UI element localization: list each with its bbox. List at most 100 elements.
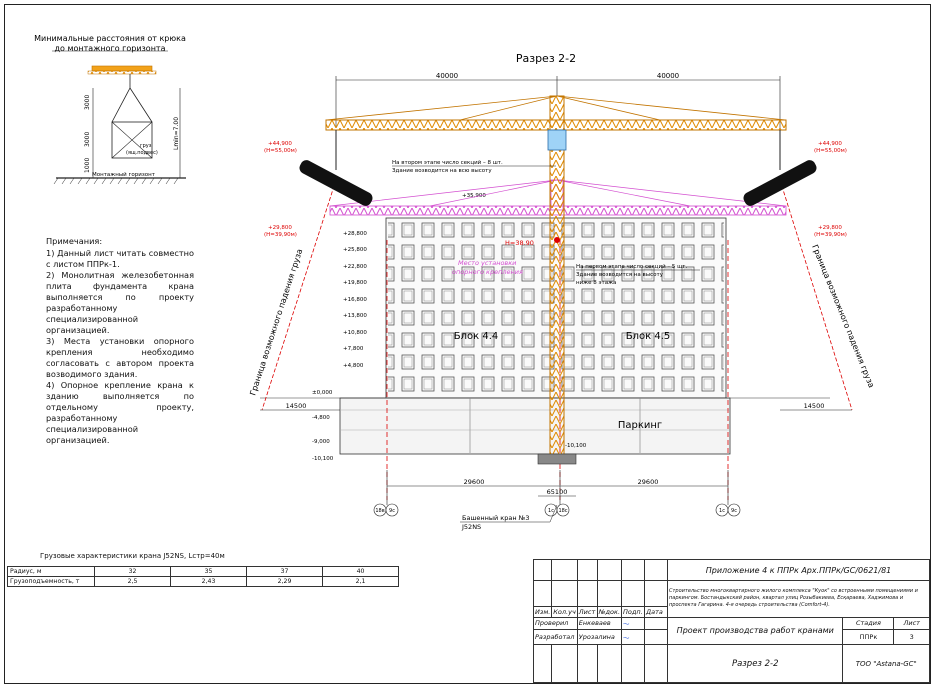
- crane-stage-2: [325, 95, 787, 465]
- inset-horizon: Монтажный горизонт: [92, 171, 156, 178]
- table-row: Грузоподъемность, т 2,5 2,43 2,29 2,1: [7, 576, 399, 587]
- level-mark: ±0,000: [312, 390, 333, 396]
- level-marks: +28,800 +25,800 +22,800 +19,800 +16,800 …: [312, 193, 587, 462]
- block-right: Блок 4.5: [626, 331, 671, 342]
- section-title: Разрез 2-2: [516, 52, 576, 65]
- project-description: Строительство многоквартирного жилого ко…: [667, 580, 930, 618]
- axis-bubbles: 18в 9с 1с 18с 1с 9с: [373, 503, 741, 517]
- svg-text:+29,800: +29,800: [818, 225, 842, 231]
- table-cell: 2,5: [94, 576, 171, 587]
- table-cell: 35: [170, 566, 247, 577]
- inset-dim-lmin: Lmin=7.00: [173, 117, 180, 150]
- dim-left-outer: 14500: [286, 402, 307, 410]
- svg-text:1с: 1с: [548, 508, 554, 514]
- level-mark: +7,800: [343, 346, 364, 352]
- svg-text:+44,900: +44,900: [818, 141, 842, 147]
- svg-text:(Н=39,90м): (Н=39,90м): [814, 232, 847, 238]
- svg-text:На первом этапе число секций –: На первом этапе число секций – 5 шт.: [576, 263, 687, 270]
- note-item: 4) Опорное крепление крана к зданию выпо…: [46, 380, 194, 445]
- dim-left-jib: 40000: [436, 72, 458, 80]
- svg-text:(Н=55,00м): (Н=55,00м): [264, 148, 297, 154]
- svg-text:Здание возводится на высоту: Здание возводится на высоту: [576, 272, 664, 278]
- level-mark: +10,800: [343, 330, 367, 336]
- svg-text:9с: 9с: [731, 508, 737, 514]
- dim-center: 65100: [547, 488, 568, 496]
- stage-value: ППРк: [842, 628, 895, 646]
- header-col: №док.: [596, 605, 623, 618]
- red-marks: +44,900 (Н=55,00м) +29,800 (Н=39,90м) +4…: [264, 141, 847, 238]
- title-block: Приложение 4 к ППРк Арх.ППРк/GC/0621/81 …: [532, 558, 930, 683]
- table-cell: 2,1: [322, 576, 399, 587]
- level-mark: +25,800: [343, 247, 367, 253]
- note-item: 2) Монолитная железобетонная плита фунда…: [46, 270, 194, 335]
- level-mark: +28,800: [343, 231, 367, 237]
- svg-text:Н=38.90: Н=38.90: [505, 239, 534, 247]
- table-cell: 2,29: [246, 576, 323, 587]
- inset-cargo-2: (ящ.подвес): [126, 150, 158, 156]
- svg-text:1с: 1с: [719, 508, 725, 514]
- svg-text:Место установки: Место установки: [458, 259, 516, 267]
- crane-notes: На втором этапе число секций – 8 шт. Зда…: [392, 159, 687, 286]
- block-left: Блок 4.4: [454, 331, 499, 342]
- notes-title: Примечания:: [46, 236, 103, 246]
- dim-axis-left: 29600: [464, 478, 485, 486]
- inset-sketch: Минимальные расстояния от крюка до монта…: [34, 34, 186, 185]
- level-mark: -10,100: [312, 456, 334, 462]
- header-col: Лист: [576, 605, 598, 618]
- company: ТОО "Astana-GC": [842, 644, 930, 683]
- svg-text:J52NS: J52NS: [461, 523, 481, 531]
- inset-dim-3: 1000: [84, 158, 91, 173]
- drawing-frame: [4, 4, 931, 684]
- table-cell: 2,43: [170, 576, 247, 587]
- dim-right-jib: 40000: [657, 72, 679, 80]
- crane-label: Башенный кран №3 J52NS: [460, 504, 558, 531]
- svg-text:На втором этапе число секций –: На втором этапе число секций – 8 шт.: [392, 159, 503, 166]
- name-developed: Урозалина: [576, 628, 623, 646]
- building: [260, 217, 830, 455]
- parking-label: Паркинг: [618, 420, 662, 431]
- svg-text:ниже 8 этажа: ниже 8 этажа: [576, 280, 616, 286]
- svg-text:18в: 18в: [375, 508, 384, 514]
- level-mark: +19,800: [343, 280, 367, 286]
- sheet-value: 3: [893, 628, 930, 646]
- danger-left: Граница возможного падения груза: [248, 248, 304, 397]
- sheet-label: Лист: [893, 616, 930, 630]
- role-checked: Проверил: [533, 616, 578, 630]
- notes: Примечания: 1) Данный лист читать совмес…: [46, 236, 194, 446]
- svg-text:Здание возводится на всю высот: Здание возводится на всю высоту: [392, 168, 492, 174]
- header-col: Подп.: [621, 605, 646, 618]
- note-item: 3) Места установки опорного крепления не…: [46, 336, 194, 379]
- svg-text:(Н=55,00м): (Н=55,00м): [814, 148, 847, 154]
- doc-code: Приложение 4 к ППРк Арх.ППРк/GC/0621/81: [667, 558, 930, 582]
- svg-text:опорного крепления: опорного крепления: [452, 268, 523, 276]
- anchor-label: Место установки опорного крепления Н=38.…: [452, 239, 534, 276]
- level-mark-top: +35,900: [462, 193, 486, 199]
- role-developed: Разработал: [533, 628, 578, 646]
- table-cell: 32: [94, 566, 171, 577]
- svg-text:9с: 9с: [389, 508, 395, 514]
- inset-cargo-1: груз: [140, 143, 152, 149]
- danger-right: Граница возможного падения груза: [810, 243, 876, 389]
- name-checked: Енкеваев: [576, 616, 623, 630]
- level-mark: -4,800: [312, 415, 330, 421]
- level-mark: +13,800: [343, 313, 367, 319]
- inset-dim-1: 3000: [84, 95, 91, 110]
- level-mark: +4,800: [343, 363, 364, 369]
- note-item: 1) Данный лист читать совместно с листом…: [46, 248, 194, 269]
- inset-dim-2: 3000: [84, 132, 91, 147]
- table-cell: Грузоподъемность, т: [7, 576, 95, 587]
- level-mark-bottom: -10,100: [565, 443, 587, 449]
- inset-title-2: до монтажного горизонта: [55, 44, 166, 53]
- load-table: Радиус, м 32 35 37 40 Грузоподъемность, …: [7, 566, 399, 587]
- header-col: Дата: [644, 605, 669, 618]
- header-col: Изм.: [532, 605, 553, 618]
- table-cell: Радиус, м: [7, 566, 95, 577]
- svg-text:+29,800: +29,800: [268, 225, 292, 231]
- table-row: Радиус, м 32 35 37 40: [7, 566, 399, 577]
- svg-text:(Н=39,90м): (Н=39,90м): [264, 232, 297, 238]
- load-table-caption: Грузовые характеристики крана J52NS, Lст…: [40, 552, 225, 560]
- bottom-dims: [260, 409, 852, 505]
- crane-hooks: [299, 130, 817, 206]
- level-mark: -9,000: [312, 439, 330, 445]
